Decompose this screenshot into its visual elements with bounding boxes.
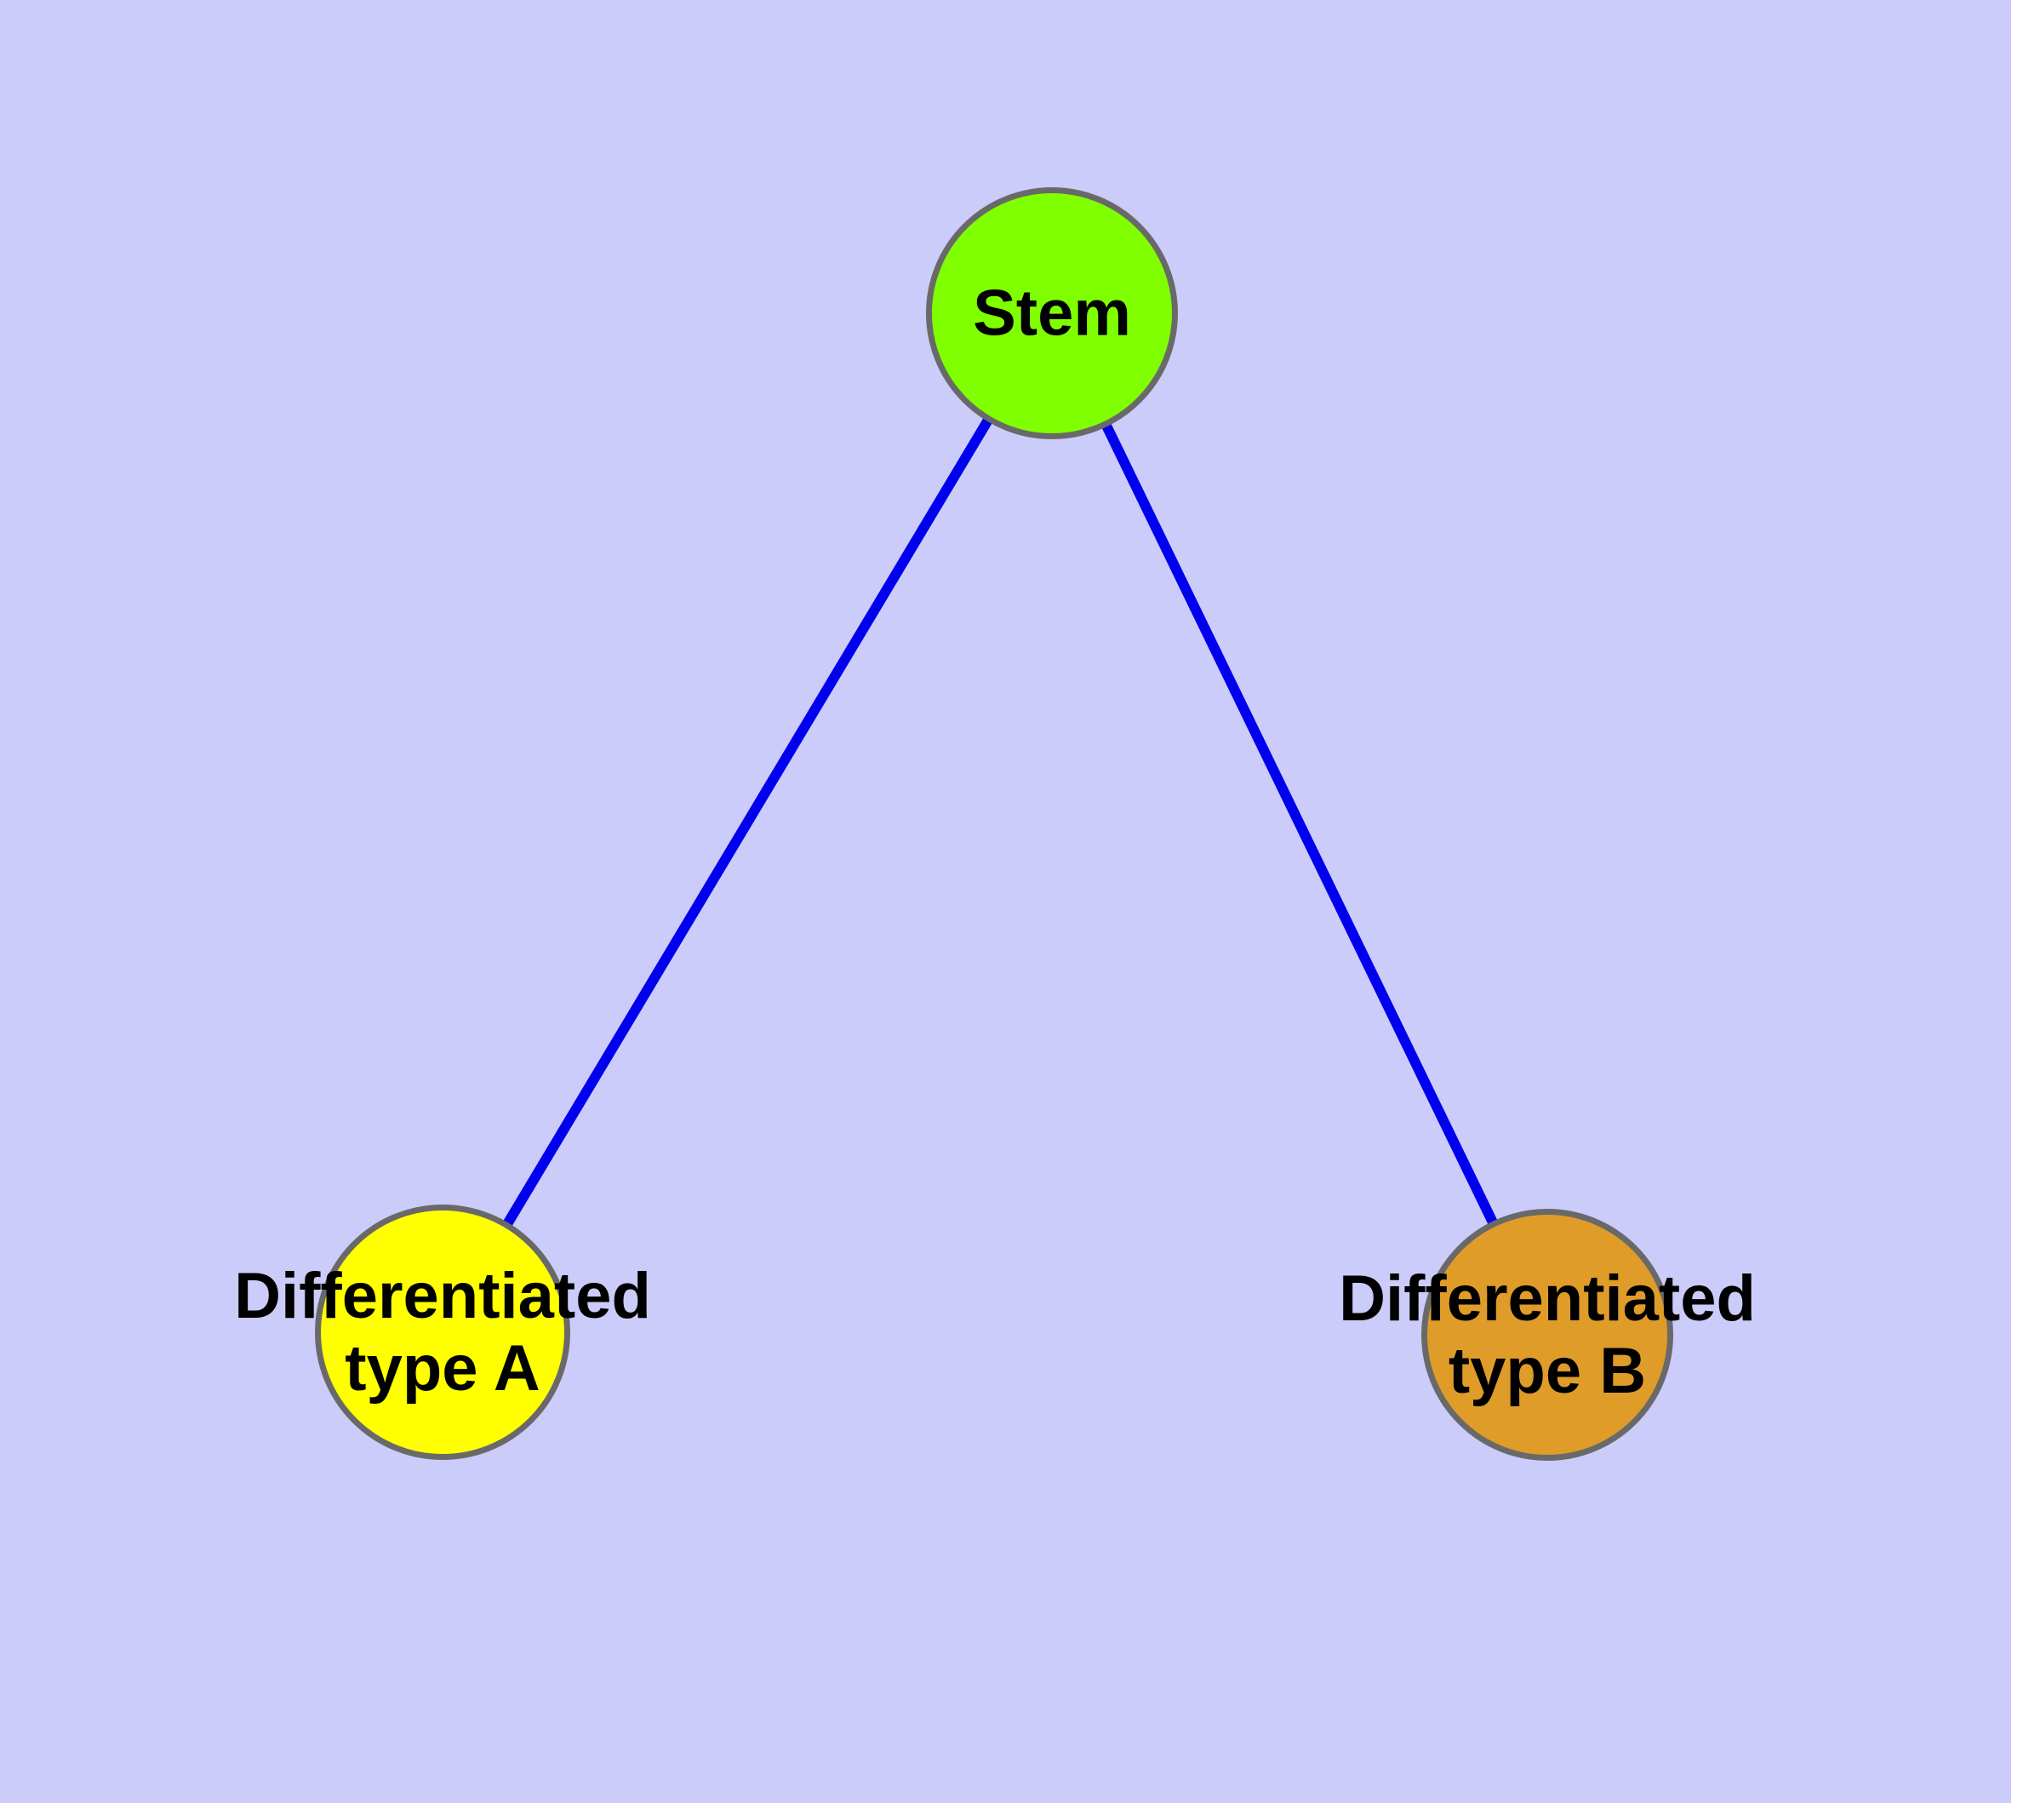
node-stem[interactable] bbox=[926, 187, 1178, 439]
edges-group bbox=[437, 310, 1552, 1337]
node-differentiated-type-a[interactable] bbox=[315, 1205, 570, 1460]
node-differentiated-type-b[interactable] bbox=[1421, 1209, 1673, 1461]
edge-stem-to-differentiated-type-a bbox=[437, 310, 1057, 1336]
edge-stem-to-differentiated-type-b bbox=[1047, 311, 1552, 1337]
nodes-group bbox=[315, 187, 1673, 1461]
